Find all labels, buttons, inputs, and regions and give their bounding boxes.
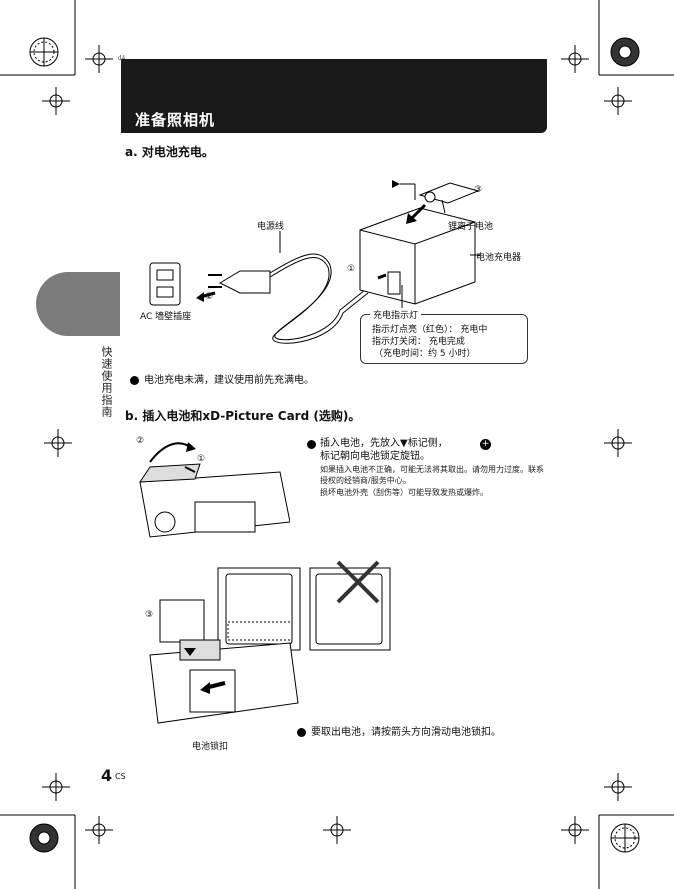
page-number: 4	[101, 766, 113, 785]
indicator-line-2: 指示灯关闭： 充电完成	[372, 337, 465, 347]
camera-open-illustration	[139, 442, 290, 538]
side-tab	[36, 272, 120, 336]
bullet-icon	[297, 728, 306, 737]
battery-label: 锂离子电池	[448, 222, 494, 232]
header-bar	[121, 59, 547, 133]
battery-mark-icon: +	[480, 439, 491, 450]
step-2-marker: ②	[205, 292, 214, 302]
step-b-3-marker: ③	[145, 610, 154, 620]
insert-warning: 如果插入电池不正确，可能无法将其取出。请勿用力过度。联系授权的经销商/服务中心。	[320, 465, 544, 485]
step-1-marker: ①	[347, 264, 356, 274]
section-b-title: b. 插入电池和xD-Picture Card (选购)。	[125, 409, 361, 423]
indicator-line-1: 指示灯点亮（红色）： 充电中	[372, 325, 488, 335]
charging-illustration	[149, 180, 480, 344]
doc-id: d4	[118, 54, 125, 62]
page-title: 准备照相机	[135, 111, 216, 129]
insert-battery-instruction: 插入电池，先放入▼标记侧，	[320, 438, 448, 449]
indicator-title: 充电指示灯	[370, 308, 422, 321]
page-language: CS	[115, 772, 126, 781]
lock-label: 电池锁扣	[192, 742, 229, 752]
battery-insert-illustration	[149, 560, 391, 724]
bullet-icon	[130, 376, 139, 385]
insert-battery-instruction-2: 标记朝向电池锁定旋钮。	[320, 451, 430, 462]
section-a-title: a. 对电池充电。	[125, 145, 214, 159]
damage-warning: 损坏电池外壳（刮伤等）可能导致发热或爆炸。	[320, 488, 488, 497]
step-3-marker: ③	[474, 185, 483, 195]
remove-battery-instruction: 要取出电池，请按箭头方向滑动电池锁扣。	[311, 727, 501, 738]
indicator-info-box	[360, 314, 528, 364]
indicator-line-3: （充电时间：约 5 小时）	[374, 349, 476, 359]
side-tab-label: 快速使用指南	[100, 346, 113, 418]
step-b-2-marker: ②	[136, 436, 145, 446]
bullet-icon	[307, 440, 316, 449]
section-a-note: 电池充电未满，建议使用前先充满电。	[144, 375, 314, 386]
power-cord-label: 电源线	[257, 222, 285, 232]
charger-label: 电池充电器	[476, 253, 522, 263]
step-b-1-marker: ①	[197, 454, 206, 464]
outlet-label: AC 墙壁插座	[140, 312, 192, 322]
